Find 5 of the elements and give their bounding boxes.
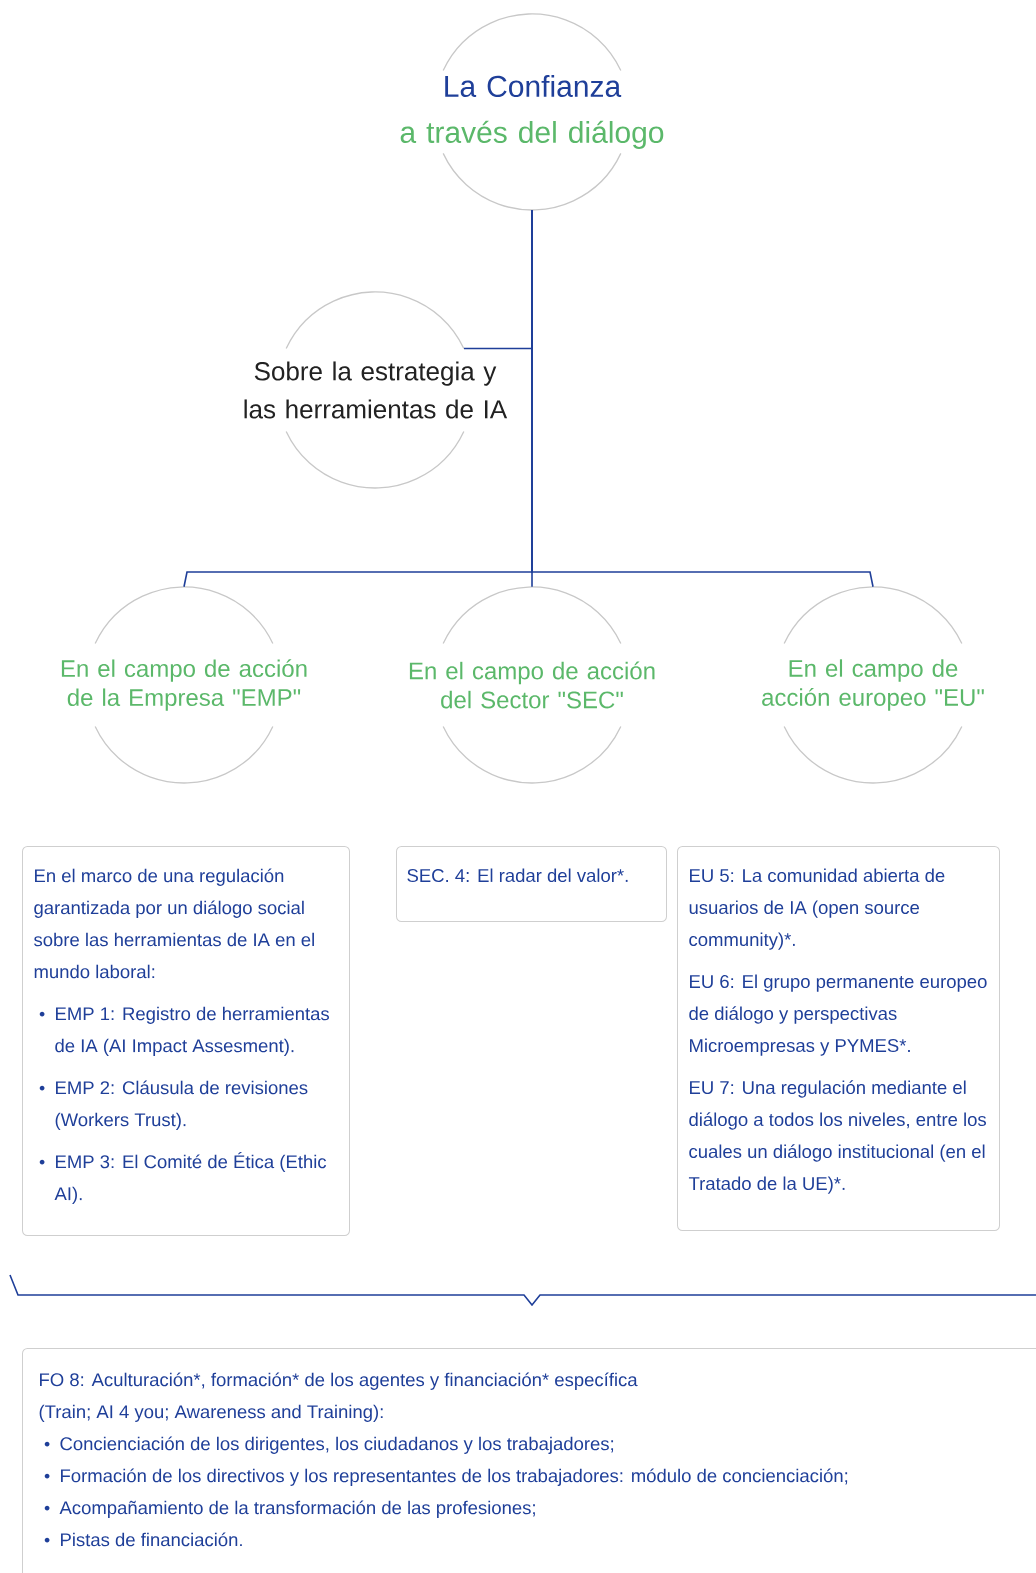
- text-box: FO 8: Aculturación*, formación* de los agentes y financiación* específica (Train; AI 4 you; Awareness and Training): Concienciación de los dirigentes, los ciudadanos y los trabajadores; Formación de los directivos y los representantes de los trabajadores: módulo de concienciación; Acompañamiento de la transformación de las profesiones; Pistas de financiación.: [22, 1348, 1036, 1573]
- text-box: EU 5: La comunidad abierta de usuarios de IA (open source community)*. EU 6: El grupo permanente europeo de diálogo y perspectivas Microempresas y PYMES*. EU 7: Una regulación mediante el diálogo a todos los niveles, entre los cuales un diálogo institucional (en el Tratado de la UE)*.: [677, 846, 1000, 1231]
- text-box: En el marco de una regulación garantizada por un diálogo social sobre las herramientas de IA en el mundo laboral: EMP 1: Registro de herramientas de IA (AI Impact Assesment). EMP 2: Cláusula de revisiones (Workers Trust). EMP 3: El Comité de Ética (Ethic AI).: [22, 846, 350, 1236]
- text-box: SEC. 4: El radar del valor*.: [396, 846, 667, 922]
- connector-line: [531, 209, 874, 588]
